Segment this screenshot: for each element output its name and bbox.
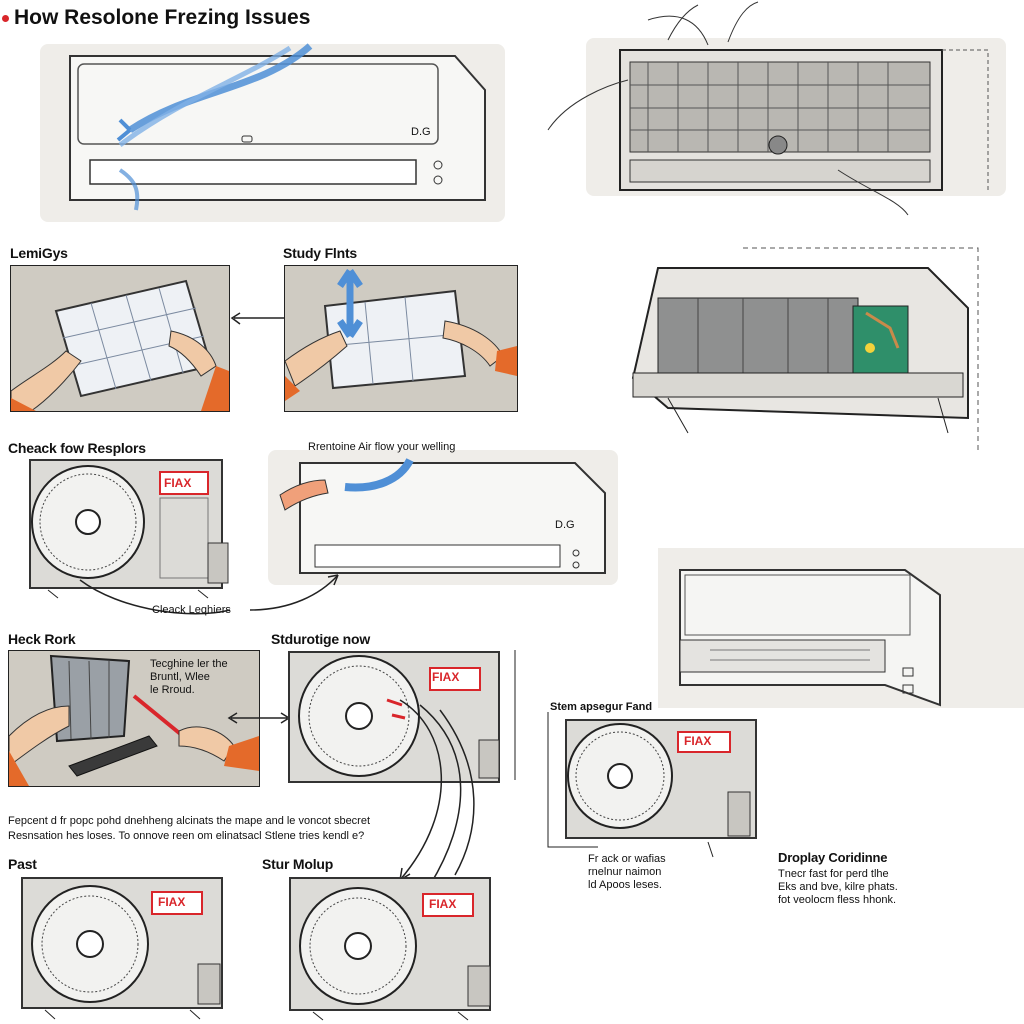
dropl-line-1: Tnecr fast for perd tlhe (778, 868, 889, 880)
page-title: How Resolone Frezing Issues (14, 6, 311, 29)
evaporator-coil-illustration (547, 1, 989, 216)
label-study-flints: Study Flnts (283, 245, 358, 261)
arrow-between-panels (230, 312, 286, 325)
tonight-line-1: Tecghine ler the (150, 658, 228, 670)
label-check-fow: Cheack fow Resplors (8, 440, 146, 456)
filter-inspect-illustration (285, 269, 517, 401)
coil-tool-illustration (9, 654, 259, 786)
unit-badge-5: FIAX (429, 897, 457, 911)
dropl-line-2: Eks and bve, kilre phats. (778, 881, 898, 893)
coil-tool-panel (8, 650, 260, 787)
fr-ack-note: Fr ack or wafias rnelnur naimon ld Apoos… (588, 853, 666, 892)
outdoor-unit-3 (547, 712, 757, 858)
filter-removal-illustration (11, 279, 229, 411)
open-indoor-unit-illustration (631, 247, 979, 453)
fr-ack-line-1: Fr ack or wafias (588, 853, 666, 865)
note-line-2: Resnsation hes loses. To onnove reen om … (8, 830, 365, 842)
tonight-line-3: le Rroud. (150, 684, 195, 696)
filter-removal-panel (10, 265, 230, 412)
filter-inspect-panel (284, 265, 518, 412)
dropl-line-3: fot veolocm fless hhonk. (778, 894, 897, 906)
panel-mark: D.G (411, 126, 431, 138)
outdoor-unit-1 (29, 459, 229, 599)
unit-badge-4: FIAX (158, 895, 186, 909)
unit-badge-1: FIAX (164, 476, 192, 490)
note-line-1: Fepcent d fr popc pohd dnehheng alcinats… (8, 815, 371, 827)
curved-arrows-down (399, 699, 475, 886)
note-block: Fepcent d fr popc pohd dnehheng alcinats… (8, 814, 370, 844)
double-arrow (227, 712, 291, 724)
label-past: Past (8, 856, 37, 872)
angled-indoor-unit-illustration (679, 569, 941, 707)
unit-badge-2: FIAX (432, 670, 460, 684)
connector-arrow-check (79, 574, 339, 615)
title-bullet (2, 15, 9, 22)
outdoor-unit-5 (289, 877, 491, 1021)
label-heck-rork: Heck Rork (8, 631, 76, 647)
dropl-title: Droplay Coridinne (778, 850, 888, 865)
airflow-indoor-unit-illustration (279, 457, 606, 574)
unit-badge-3: FIAX (684, 734, 712, 748)
dropl-note: Tnecr fast for perd tlhe Eks and bve, ki… (778, 868, 898, 907)
indoor-unit-front-illustration (69, 43, 486, 211)
tonight-note: Tecghine ler the Bruntl, Wlee le Rroud. (150, 658, 228, 697)
panel-mark-2: D.G (555, 519, 575, 531)
fr-ack-line-2: rnelnur naimon (588, 866, 662, 878)
label-check-lechers: Cleack Leqhiers (152, 604, 231, 616)
fr-ack-line-3: ld Apoos leses. (588, 879, 662, 891)
label-rentoine: Rrentoine Air flow your welling (308, 441, 456, 453)
outdoor-unit-2 (288, 650, 516, 783)
tonight-line-2: Bruntl, Wlee (150, 671, 210, 683)
outdoor-unit-4 (21, 877, 223, 1020)
label-lemings: LemiGys (10, 245, 68, 261)
label-stduro: Stdurotige now (271, 631, 371, 647)
label-stem: Stem apsegur Fand (550, 701, 653, 713)
label-stur-molup: Stur Molup (262, 856, 334, 872)
